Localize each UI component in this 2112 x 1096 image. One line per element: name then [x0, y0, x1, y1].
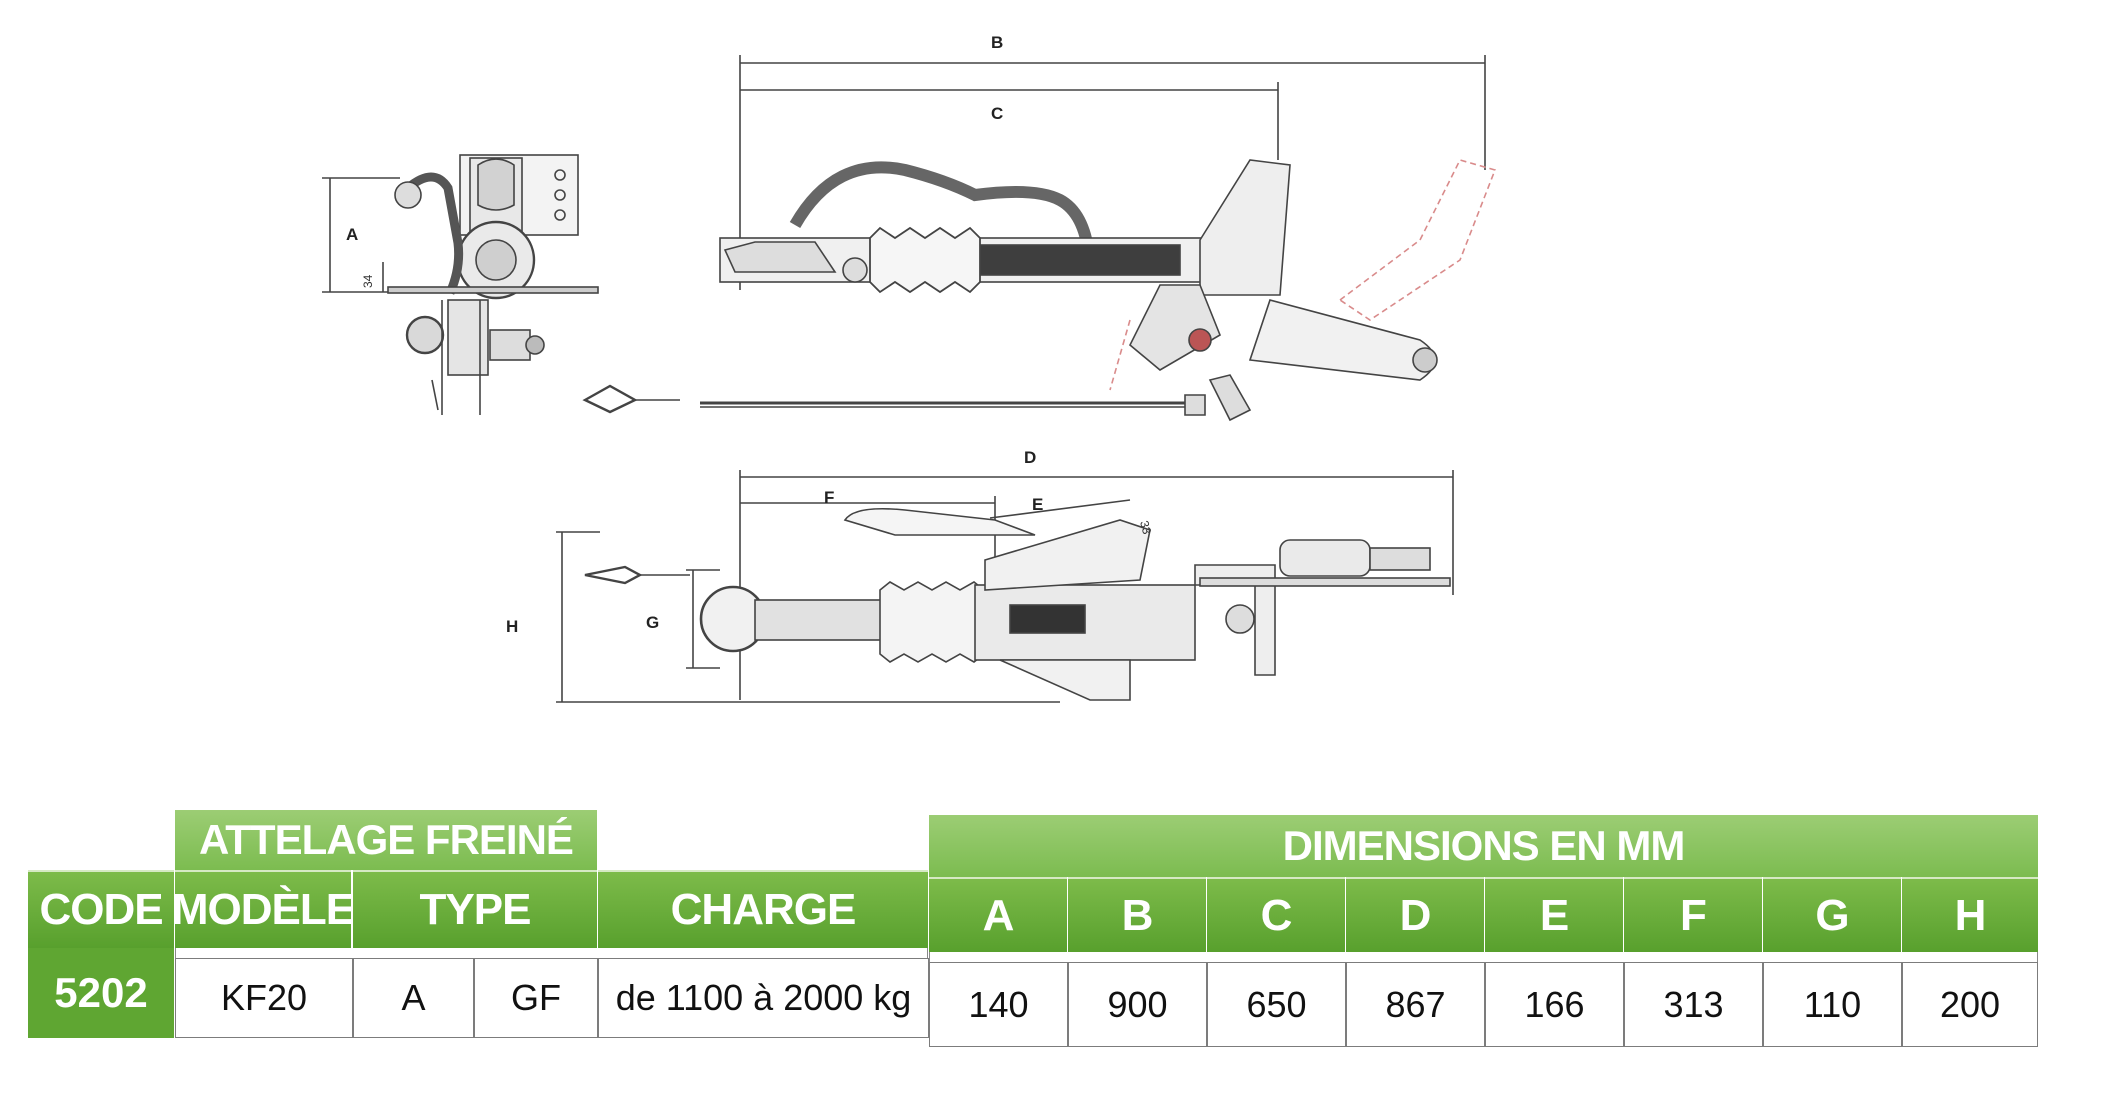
row-dim-c-value: 650 [1207, 962, 1346, 1047]
column-header-type: TYPE [353, 870, 597, 948]
row-type-value-1: A [353, 958, 474, 1038]
row-dim-h-value: 200 [1902, 962, 2038, 1047]
dim-label-a: A [346, 225, 358, 244]
dim-label-33: 33 [1137, 519, 1154, 536]
row-dim-b-value: 900 [1068, 962, 1207, 1047]
row-dim-d-value: 867 [1346, 962, 1485, 1047]
row-modele-value: KF20 [175, 958, 353, 1038]
technical-drawing: A 34 [322, 33, 1497, 703]
column-header-dim-d: D [1346, 877, 1484, 952]
column-header-dim-a: A [929, 877, 1067, 952]
dim-label-c: C [991, 104, 1003, 123]
group-header-dimensions: DIMENSIONS EN MM [929, 815, 2038, 877]
column-header-dim-c: C [1207, 877, 1345, 952]
column-header-dim-h: H [1902, 877, 2038, 952]
dim-label-f: F [824, 488, 834, 507]
row-type-value-2: GF [474, 958, 598, 1038]
side-view-drawing [700, 55, 1497, 422]
column-header-dim-e: E [1485, 877, 1623, 952]
row-dim-e-value: 166 [1485, 962, 1624, 1047]
column-header-modele: MODÈLE [172, 870, 355, 948]
dim-label-e: E [1032, 495, 1043, 514]
column-header-dim-f: F [1624, 877, 1762, 952]
row-dim-g-value: 110 [1763, 962, 1902, 1047]
dim-label-34: 34 [361, 274, 375, 288]
front-view-drawing [322, 154, 680, 415]
dim-label-b: B [991, 33, 1003, 52]
row-dim-f-value: 313 [1624, 962, 1763, 1047]
row-charge-value: de 1100 à 2000 kg [598, 958, 929, 1038]
row-code-value: 5202 [28, 948, 174, 1038]
dim-label-g: G [646, 613, 659, 632]
column-header-dim-b: B [1068, 877, 1206, 952]
group-header-attelage: ATTELAGE FREINÉ [175, 810, 597, 870]
column-header-code: CODE [28, 870, 174, 948]
column-header-charge: CHARGE [598, 870, 928, 948]
column-header-dim-g: G [1763, 877, 1901, 952]
top-view-drawing [556, 470, 1454, 703]
row-dim-a-value: 140 [929, 962, 1068, 1047]
dim-label-h: H [506, 617, 518, 636]
dim-label-d: D [1024, 448, 1036, 467]
